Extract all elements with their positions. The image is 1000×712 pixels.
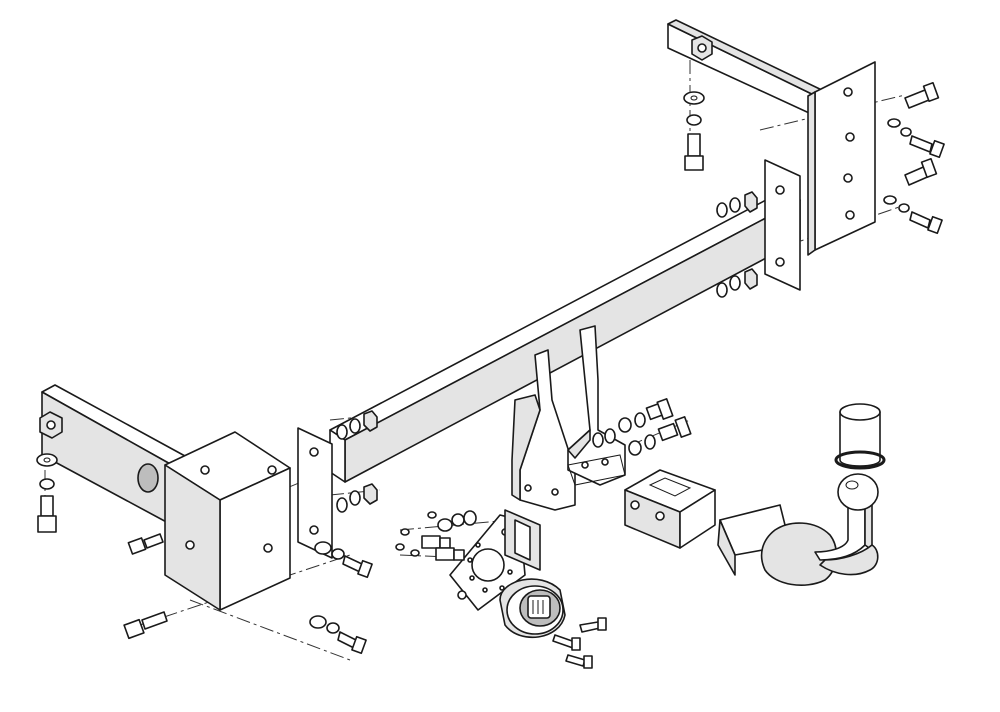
lock-washer-top-right <box>686 114 702 126</box>
electrical-socket <box>499 578 566 639</box>
nut-top-left <box>39 411 63 439</box>
socket-screws <box>395 510 607 669</box>
nut-top-right <box>691 35 713 61</box>
tow-ball-cap <box>834 403 886 470</box>
beam-end-plate-right <box>764 159 801 291</box>
tow-ball <box>837 473 879 511</box>
washer-top-right <box>683 91 705 105</box>
beam-end-plate-left <box>297 427 333 559</box>
bolt-top-left <box>37 495 57 533</box>
beam-nuts-right <box>716 191 758 298</box>
center-bracket-left <box>511 349 576 511</box>
bolt-top-right <box>684 133 704 171</box>
tow-ball-neck <box>717 499 879 586</box>
lock-washer-top-left <box>39 478 55 490</box>
beam-nuts-left <box>336 410 378 513</box>
socket-bracket <box>504 509 541 571</box>
washer-top-left <box>36 453 58 467</box>
center-bolt-group <box>592 398 692 456</box>
center-bracket-right <box>567 325 626 486</box>
bolt-group-left <box>123 533 373 655</box>
left-side-bracket <box>41 384 291 611</box>
bolt-group-right <box>883 81 945 235</box>
tow-ball-mount-block <box>624 469 716 549</box>
